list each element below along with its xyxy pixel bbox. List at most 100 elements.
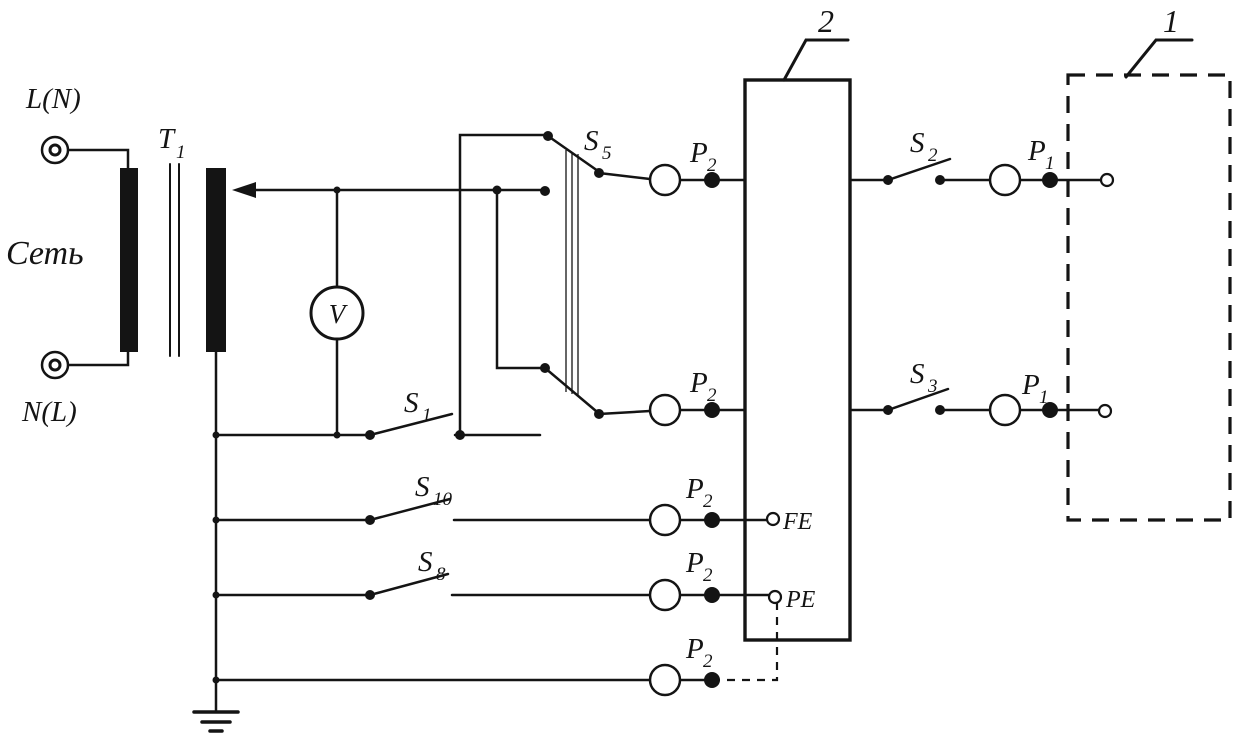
open-terminal-ring [1097, 403, 1113, 419]
block-2-number: 2 [818, 3, 834, 39]
socket-p1-row1: P 1 [988, 135, 1058, 197]
socket-p2-row3: P 2 [648, 473, 720, 537]
pe-terminal-ring [767, 589, 783, 605]
p1-label-sub: 1 [1045, 153, 1055, 174]
socket-ring [988, 163, 1022, 197]
block-2-outline [743, 78, 852, 642]
switch-s10-label-sub: 10 [433, 489, 453, 510]
p1-label-sub: 1 [1039, 387, 1049, 408]
fe-label: FE [782, 509, 813, 535]
socket-ring [648, 163, 682, 197]
switch-s2-label-sub: 2 [928, 145, 938, 166]
mains-terminal-bottom: N(L) [21, 350, 77, 428]
fe-terminal: FE [765, 509, 813, 535]
terminal-top-label: L(N) [25, 83, 81, 115]
probe-point-dot [704, 172, 720, 188]
probe-point-dot [704, 587, 720, 603]
probe-point-dot [1042, 402, 1058, 418]
block-1-callout-line [1124, 38, 1194, 79]
p2-label-sub: 2 [707, 155, 717, 176]
block-1-number: 1 [1163, 3, 1179, 39]
switch-blade [886, 387, 950, 412]
p2-label: P [689, 137, 708, 169]
voltmeter-dial [309, 285, 365, 341]
transformer-label: T [158, 123, 176, 155]
p2-label-sub: 2 [707, 385, 717, 406]
pe-label: PE [785, 587, 816, 613]
p1-label: P [1021, 369, 1040, 401]
tap-arrow [232, 182, 256, 198]
probe-point-dot [704, 512, 720, 528]
socket-p2-row4: P 2 [648, 547, 720, 612]
p2-label: P [685, 633, 704, 665]
fe-terminal-ring [765, 511, 781, 527]
primary-winding-bar [120, 168, 138, 352]
transformer-t1: T 1 [120, 123, 256, 357]
open-terminal-ring [1099, 172, 1115, 188]
switch-s5: S 5 [540, 125, 612, 419]
appliance-terminals [1097, 172, 1115, 419]
switch-s5-label: S [584, 125, 599, 157]
switch-s8-label-sub: 8 [436, 564, 446, 585]
socket-ring [648, 503, 682, 537]
p2-label: P [689, 367, 708, 399]
socket-p2-row5: P 2 [648, 633, 720, 697]
mains-terminal-top: L(N) [25, 83, 81, 165]
switch-blade [368, 572, 450, 597]
contact-dot [540, 186, 550, 196]
probe-point-dot [704, 672, 720, 688]
socket-ring [648, 663, 682, 697]
appliance-block [1066, 38, 1232, 522]
switch-s1-label: S [404, 387, 419, 419]
p2-label-sub: 2 [703, 651, 713, 672]
socket-ring [648, 578, 682, 612]
p2-label-sub: 2 [703, 565, 713, 586]
socket-p2-row2: P 2 [648, 367, 720, 427]
p1-label: P [1027, 135, 1046, 167]
switch-blade [546, 134, 600, 173]
pe-terminal: PE [767, 587, 816, 613]
p2-label: P [685, 547, 704, 579]
p2-label-sub: 2 [703, 491, 713, 512]
socket-p2-row1: P 2 [648, 137, 720, 197]
probe-point-dot [1042, 172, 1058, 188]
switch-blade [368, 412, 454, 437]
switch-s3-label-sub: 3 [927, 376, 938, 397]
switch-s3-label: S [910, 358, 925, 390]
switch-s2: S 2 [883, 127, 952, 185]
switch-s1: S 1 [365, 387, 454, 440]
device-under-test-block [743, 38, 852, 642]
socket-ring [648, 393, 682, 427]
junction-dots [212, 185, 502, 684]
earth-ground-symbol [192, 710, 240, 733]
switch-s3: S 3 [883, 358, 950, 415]
probe-point-dot [704, 402, 720, 418]
block-2-callout-line [782, 38, 850, 82]
switch-s10: S 10 [365, 471, 453, 525]
switch-s2-label: S [910, 127, 925, 159]
contact-dot [935, 175, 945, 185]
terminal-inner-ring [48, 358, 62, 372]
contact-dot [935, 405, 945, 415]
switch-s1-label-sub: 1 [422, 405, 432, 426]
pe-return-dashed-wire [712, 603, 779, 682]
transformer-label-sub: 1 [176, 142, 186, 163]
block-1-outline [1066, 73, 1232, 522]
switch-blade [368, 497, 452, 522]
voltmeter: V [309, 285, 365, 341]
switch-s10-label: S [415, 471, 430, 503]
p2-label: P [685, 473, 704, 505]
socket-p1-row2: P 1 [988, 369, 1058, 427]
switch-s8: S 8 [365, 546, 450, 600]
switch-s5-label-sub: 5 [602, 143, 612, 164]
terminal-inner-ring [48, 143, 62, 157]
mains-label: Сеть [6, 235, 84, 272]
switch-s8-label: S [418, 546, 433, 578]
switch-blade [543, 366, 598, 413]
socket-ring [988, 393, 1022, 427]
voltmeter-label: V [329, 299, 349, 329]
terminal-bottom-label: N(L) [21, 396, 77, 428]
secondary-winding-bar [206, 168, 226, 352]
